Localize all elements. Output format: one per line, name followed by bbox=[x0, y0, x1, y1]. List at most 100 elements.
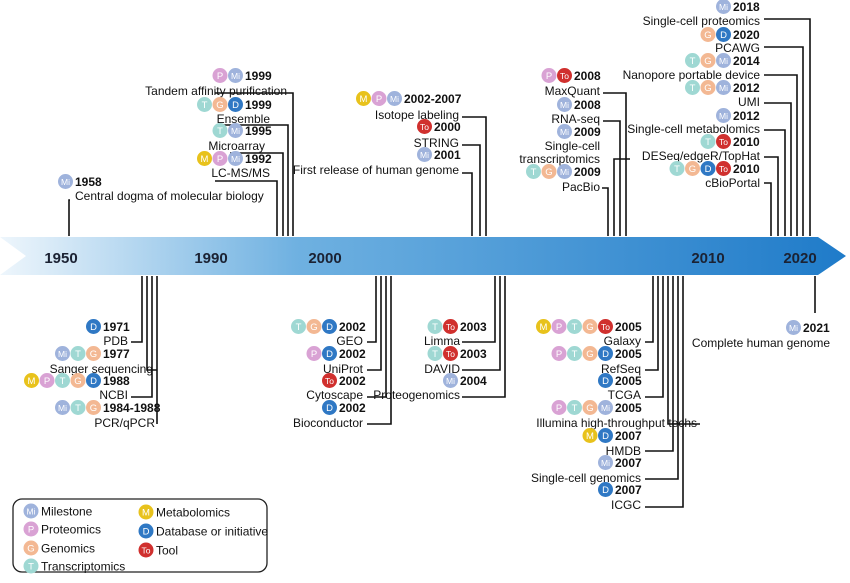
badge-label: G bbox=[586, 322, 593, 333]
event-year: 2002 bbox=[339, 374, 366, 388]
badge-p-icon bbox=[551, 319, 567, 334]
event-name: PCR/qPCR bbox=[94, 416, 155, 430]
event-year: 2002-2007 bbox=[404, 92, 462, 106]
legend-item-label: Milestone bbox=[41, 505, 93, 519]
connector-line bbox=[462, 276, 496, 343]
connector-line bbox=[462, 172, 473, 236]
connector-line bbox=[764, 74, 798, 236]
connector-line bbox=[613, 158, 630, 236]
event-year: 2005 bbox=[615, 374, 642, 388]
connector-line bbox=[645, 276, 684, 508]
event-year: 1995 bbox=[245, 124, 272, 138]
badge-d-icon bbox=[322, 346, 337, 361]
badge-d-icon bbox=[716, 27, 731, 42]
badge-label: Mi bbox=[58, 349, 67, 359]
event-name: RNA-seq bbox=[551, 112, 600, 126]
badge-mi-icon bbox=[557, 124, 572, 139]
legend-badge-label: To bbox=[142, 546, 151, 556]
event-name: UMI bbox=[738, 95, 760, 109]
badge-d-icon bbox=[598, 482, 613, 497]
event-name: LC-MS/MS bbox=[211, 166, 270, 180]
badge-label: G bbox=[90, 349, 97, 360]
badge-label: D bbox=[602, 349, 609, 360]
badge-label: Mi bbox=[719, 2, 728, 12]
connector-line bbox=[146, 276, 157, 371]
badge-label: Mi bbox=[61, 177, 70, 187]
badge-label: Mi bbox=[560, 167, 569, 177]
connector-line bbox=[764, 18, 811, 236]
legend-badge-label: D bbox=[143, 527, 150, 538]
connector-line bbox=[603, 92, 627, 236]
legend-badge-label: M bbox=[142, 508, 150, 519]
event-year: 2021 bbox=[803, 321, 830, 335]
badge-p-icon bbox=[212, 68, 228, 83]
badge-label: P bbox=[546, 71, 552, 82]
badge-mi-icon bbox=[58, 174, 73, 189]
badge-label: Mi bbox=[560, 100, 569, 110]
event-name: ICGC bbox=[611, 498, 641, 512]
badge-d-icon bbox=[700, 161, 716, 176]
legend-badge-label: T bbox=[28, 562, 34, 573]
event-name: Single-cell proteomics bbox=[643, 14, 760, 28]
event-year: 2005 bbox=[615, 401, 642, 415]
badge-label: To bbox=[560, 71, 569, 81]
event-year: 1988 bbox=[103, 374, 130, 388]
connector-line bbox=[764, 182, 772, 236]
event-year: 2008 bbox=[574, 69, 601, 83]
connector-lines bbox=[68, 18, 816, 508]
badge-m-icon bbox=[356, 91, 371, 106]
badge-m-icon bbox=[24, 373, 39, 388]
event-year: 2020 bbox=[733, 28, 760, 42]
badge-to-icon bbox=[716, 161, 731, 176]
connector-line bbox=[764, 129, 786, 236]
event-name: Bioconductor bbox=[293, 416, 363, 430]
legend-t-icon bbox=[23, 558, 39, 574]
badge-t-icon bbox=[291, 319, 306, 334]
event-name: Isotope labeling bbox=[375, 108, 459, 122]
badge-to-icon bbox=[443, 346, 458, 361]
event-name: GEO bbox=[336, 334, 363, 348]
badge-g-icon bbox=[582, 346, 598, 361]
badge-g-icon bbox=[700, 53, 716, 68]
event-name: Limma bbox=[424, 334, 460, 348]
badge-d-icon bbox=[598, 373, 613, 388]
badge-t-icon bbox=[685, 53, 700, 68]
legend-item-label: Proteomics bbox=[41, 523, 101, 537]
connector-line bbox=[367, 276, 382, 371]
badge-t-icon bbox=[685, 80, 700, 95]
badge-label: To bbox=[719, 137, 728, 147]
legend-badge-label: P bbox=[28, 525, 34, 536]
badge-mi-icon bbox=[557, 97, 572, 112]
badge-m-icon bbox=[536, 319, 551, 334]
badge-label: Mi bbox=[601, 403, 610, 413]
badge-label: G bbox=[216, 100, 223, 111]
badge-mi-icon bbox=[228, 68, 243, 83]
event-name: Ensemble bbox=[217, 112, 271, 126]
connector-line bbox=[218, 124, 289, 236]
badge-mi-icon bbox=[228, 123, 243, 138]
connector-line bbox=[462, 116, 487, 236]
badge-label: P bbox=[376, 94, 382, 105]
connector-line bbox=[667, 276, 700, 425]
event-year: 2002 bbox=[339, 320, 366, 334]
badge-t-icon bbox=[700, 134, 716, 149]
badge-mi-icon bbox=[55, 400, 70, 415]
badge-label: Mi bbox=[231, 154, 240, 164]
event-year: 2000 bbox=[434, 120, 461, 134]
badge-label: P bbox=[217, 71, 223, 82]
badge-label: T bbox=[674, 164, 680, 175]
badge-label: D bbox=[602, 431, 609, 442]
badge-label: Mi bbox=[390, 94, 399, 104]
badge-label: T bbox=[572, 322, 578, 333]
badge-mi-icon bbox=[598, 400, 613, 415]
badge-g-icon bbox=[582, 319, 598, 334]
connector-line bbox=[764, 156, 779, 236]
